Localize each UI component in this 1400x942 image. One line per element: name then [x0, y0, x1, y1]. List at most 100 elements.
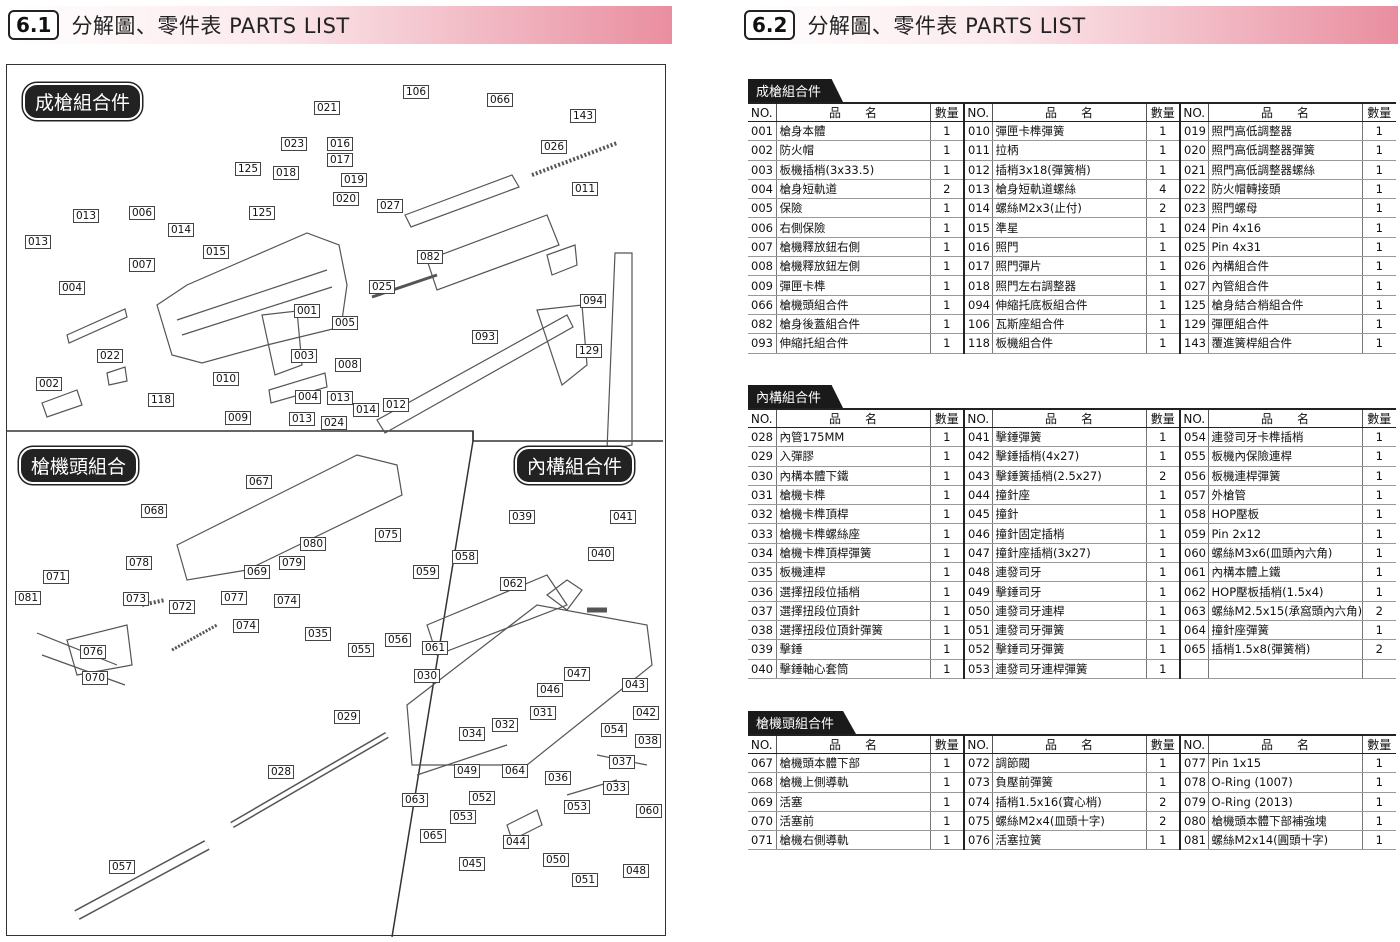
part-name: 伸縮托底板組合件	[991, 295, 1146, 315]
part-number: 082	[748, 314, 776, 335]
part-qty: 2	[1145, 466, 1180, 486]
part-name: 照門	[991, 237, 1146, 258]
part-qty: 1	[1361, 198, 1396, 219]
part-number: 125	[1179, 295, 1208, 315]
part-number: 052	[963, 639, 992, 660]
part-qty: 1	[1361, 830, 1396, 851]
part-name: 槍機右側導軌	[775, 830, 930, 851]
part-number: 041	[963, 427, 992, 448]
part-name: 撞針	[991, 504, 1146, 525]
part-name: 負壓前彈簧	[991, 772, 1146, 793]
part-callout: 038	[635, 734, 662, 748]
part-number: 036	[748, 581, 776, 602]
part-qty: 1	[1361, 179, 1396, 200]
part-name: 照門彈片	[991, 256, 1146, 277]
part-qty: 1	[1145, 523, 1180, 544]
part-qty: 1	[1361, 466, 1396, 486]
part-name: 撞針固定插梢	[991, 523, 1146, 544]
part-number: 022	[1179, 179, 1208, 200]
part-qty: 1	[929, 446, 964, 467]
part-number: 061	[1179, 562, 1208, 583]
part-callout: 029	[334, 710, 361, 724]
part-number: 021	[1179, 160, 1208, 180]
part-qty: 1	[1145, 256, 1180, 277]
part-name: 撞針座彈簧	[1207, 620, 1362, 641]
header-qty: 數量	[1361, 735, 1396, 754]
part-callout: 062	[500, 577, 527, 591]
part-callout: 068	[141, 504, 168, 518]
part-qty: 1	[1145, 140, 1180, 161]
part-number: 078	[1179, 772, 1208, 793]
part-qty: 1	[929, 581, 964, 602]
part-number: 129	[1179, 314, 1208, 335]
part-callout: 055	[348, 643, 375, 657]
part-qty: 1	[1145, 562, 1180, 583]
part-qty: 1	[1361, 121, 1396, 142]
part-qty: 1	[1361, 295, 1396, 315]
part-qty: 1	[1145, 446, 1180, 467]
part-callout: 013	[289, 412, 316, 426]
part-qty: 1	[929, 830, 964, 851]
part-name: 螺絲M2x4(皿頭十字)	[991, 811, 1146, 832]
part-name: O-Ring (2013)	[1207, 792, 1362, 812]
part-qty: 1	[1145, 160, 1180, 180]
part-number: 042	[963, 446, 992, 467]
header-qty: 數量	[1361, 409, 1396, 428]
part-name: 內管175MM	[775, 427, 930, 448]
part-qty: 2	[1361, 639, 1396, 660]
part-name: 伸縮托組合件	[775, 333, 930, 354]
part-callout: 064	[502, 764, 529, 778]
part-callout: 069	[244, 565, 271, 579]
part-callout: 012	[383, 398, 410, 412]
part-name: 撞針座	[991, 485, 1146, 506]
part-callout: 079	[279, 556, 306, 570]
header-name: 品 名	[775, 409, 930, 428]
part-qty: 1	[929, 295, 964, 315]
part-callout: 039	[509, 510, 536, 524]
part-number: 072	[963, 753, 992, 774]
part-number: 118	[963, 333, 992, 354]
table-title: 內構組合件	[748, 385, 844, 408]
part-number: 035	[748, 562, 776, 583]
part-number: 030	[748, 466, 776, 486]
part-number: 067	[748, 753, 776, 774]
part-name: 板機連桿	[775, 562, 930, 583]
part-qty: 1	[1145, 581, 1180, 602]
part-name: 活塞前	[775, 811, 930, 832]
part-callout: 013	[327, 391, 354, 405]
header-name: 品 名	[1207, 103, 1362, 122]
section-number: 6.1	[8, 10, 60, 40]
part-name: 連發司牙連桿彈簧	[991, 659, 1146, 679]
part-callout: 014	[353, 403, 380, 417]
part-callout: 013	[73, 209, 100, 223]
part-name: 插梢1.5x16(實心梢)	[991, 792, 1146, 812]
part-number: 032	[748, 504, 776, 525]
part-name: Pin 1x15	[1207, 753, 1362, 774]
part-qty: 1	[1145, 427, 1180, 448]
part-callout: 049	[454, 764, 481, 778]
part-qty: 2	[1145, 811, 1180, 832]
part-number: 007	[748, 237, 776, 258]
part-number: 077	[1179, 753, 1208, 774]
part-qty: 1	[1145, 772, 1180, 793]
part-qty: 2	[1145, 792, 1180, 812]
part-callout: 002	[36, 377, 63, 391]
part-callout: 023	[281, 137, 308, 151]
part-number: 033	[748, 523, 776, 544]
part-number: 075	[963, 811, 992, 832]
part-qty: 1	[1361, 792, 1396, 812]
part-number: 002	[748, 140, 776, 161]
part-qty: 1	[929, 792, 964, 812]
part-callout: 034	[459, 727, 486, 741]
part-number: 064	[1179, 620, 1208, 641]
part-name: 選擇扭段位插梢	[775, 581, 930, 602]
part-qty: 1	[1361, 446, 1396, 467]
part-qty: 1	[1361, 753, 1396, 774]
part-number: 062	[1179, 581, 1208, 602]
part-number: 073	[963, 772, 992, 793]
